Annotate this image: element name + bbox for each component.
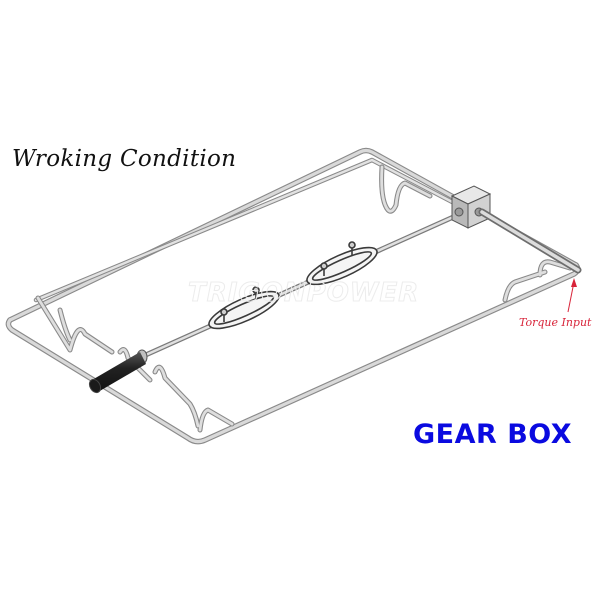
handle [88, 349, 148, 394]
spit-rod [127, 211, 463, 365]
watermark: TRIGONPOWER [187, 278, 420, 309]
torque-input-label: Torque Input [519, 316, 592, 329]
input-shaft [478, 208, 582, 274]
gearbox [450, 185, 492, 229]
meat-fork-2 [306, 241, 378, 286]
gear-box-label: GEAR BOX [413, 419, 573, 450]
torque-arrow [567, 278, 577, 313]
meat-fork-1 [208, 286, 280, 330]
diagram-title: Wroking Condition [12, 146, 237, 172]
